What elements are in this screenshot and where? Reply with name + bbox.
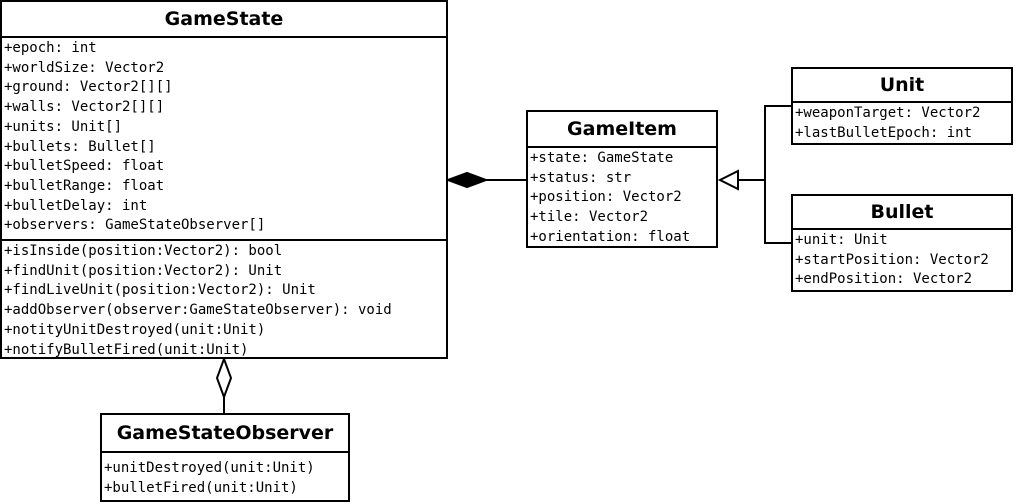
aggregation-diamond	[215, 356, 233, 400]
composition-relation	[445, 171, 526, 189]
method-row: +notityUnitDestroyed(unit:Unit)	[4, 321, 266, 338]
method-row: +addObserver(observer:GameStateObserver)…	[4, 302, 392, 319]
attribute-row: +bulletRange: float	[4, 177, 165, 194]
attribute-row: +startPosition: Vector2	[795, 251, 989, 268]
attribute-row: +epoch: int	[4, 40, 97, 56]
class-gameitem: GameItem +state: GameState +status: str …	[526, 110, 718, 248]
method-row: +bulletFired(unit:Unit)	[104, 479, 298, 496]
method-row: +findUnit(position:Vector2): Unit	[4, 262, 283, 279]
attribute-row: +tile: Vector2	[530, 209, 649, 226]
attribute-row: +units: Unit[]	[4, 118, 123, 135]
attribute-row: +status: str	[530, 169, 632, 186]
class-name: GameState	[2, 2, 446, 38]
attribute-row: +bulletDelay: int	[4, 197, 148, 214]
attribute-row: +weaponTarget: Vector2	[795, 105, 981, 121]
class-name: GameStateObserver	[102, 415, 348, 453]
method-row: +notifyBulletFired(unit:Unit)	[4, 341, 249, 358]
methods-section: +unitDestroyed(unit:Unit) +bulletFired(u…	[102, 453, 348, 500]
attribute-row: +orientation: float	[530, 228, 691, 245]
attribute-row: +unit: Unit	[795, 232, 888, 248]
attribute-row: +ground: Vector2[][]	[4, 79, 173, 96]
attribute-row: +walls: Vector2[][]	[4, 99, 165, 116]
composition-diamond	[445, 171, 489, 189]
methods-section: +isInside(position:Vector2): bool +findU…	[2, 239, 446, 362]
attribute-row: +bullets: Bullet[]	[4, 138, 156, 155]
class-bullet: Bullet +unit: Unit +startPosition: Vecto…	[791, 194, 1013, 292]
class-gamestate: GameState +epoch: int +worldSize: Vector…	[0, 0, 448, 359]
class-gamestateobserver: GameStateObserver +unitDestroyed(unit:Un…	[100, 413, 350, 502]
attributes-section: +unit: Unit +startPosition: Vector2 +end…	[793, 230, 1011, 292]
class-name: Bullet	[793, 196, 1011, 230]
attribute-row: +endPosition: Vector2	[795, 271, 973, 288]
attributes-section: +weaponTarget: Vector2 +lastBulletEpoch:…	[793, 103, 1011, 145]
method-row: +isInside(position:Vector2): bool	[4, 243, 283, 259]
class-name: Unit	[793, 69, 1011, 103]
aggregation-relation	[215, 356, 233, 413]
class-name: GameItem	[528, 112, 716, 148]
generalization-relation	[717, 105, 791, 244]
attribute-row: +state: GameState	[530, 150, 674, 166]
class-unit: Unit +weaponTarget: Vector2 +lastBulletE…	[791, 67, 1013, 145]
method-row: +unitDestroyed(unit:Unit)	[104, 460, 315, 476]
attribute-row: +observers: GameStateObserver[]	[4, 217, 266, 234]
method-row: +findLiveUnit(position:Vector2): Unit	[4, 282, 316, 299]
attribute-row: +lastBulletEpoch: int	[795, 124, 973, 141]
attributes-section: +state: GameState +status: str +position…	[528, 148, 716, 250]
attribute-row: +bulletSpeed: float	[4, 158, 165, 175]
inheritance-arrowhead	[717, 169, 739, 191]
attribute-row: +worldSize: Vector2	[4, 59, 165, 76]
attributes-section: +epoch: int +worldSize: Vector2 +ground:…	[2, 38, 446, 239]
attribute-row: +position: Vector2	[530, 189, 682, 206]
